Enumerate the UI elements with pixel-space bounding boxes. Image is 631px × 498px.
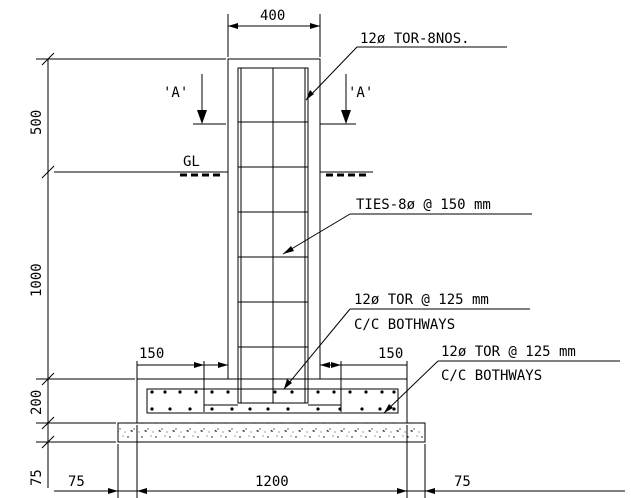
- label-ties: TIES-8ø @ 150 mm: [356, 197, 491, 213]
- section-marker-left: [193, 74, 226, 125]
- dimension-150-right: [320, 361, 408, 412]
- dimension-label-75-right: 75: [454, 474, 471, 490]
- section-label-right: 'A': [348, 85, 373, 101]
- ground-level-label: GL: [183, 154, 200, 170]
- label-footing-bar-1-line2: C/C BOTHWAYS: [354, 317, 455, 333]
- column-outline: [227, 58, 321, 380]
- dimension-label-150-right: 150: [378, 346, 403, 362]
- leader-footing-bar-1: [283, 308, 530, 390]
- label-footing-bar-2-line1: 12ø TOR @ 125 mm: [441, 344, 576, 360]
- leader-ties: [282, 213, 532, 255]
- section-marker-right: [320, 74, 356, 125]
- dimension-bottom-chain: [54, 425, 625, 498]
- footing-reinforcement: [146, 388, 399, 414]
- dimension-label-500: 500: [29, 110, 45, 135]
- dimension-label-1200: 1200: [255, 474, 289, 490]
- dimension-top-400: [227, 14, 321, 57]
- dimension-label-400: 400: [260, 8, 285, 24]
- dimension-label-200: 200: [29, 390, 45, 415]
- leader-footing-bar-2: [383, 360, 620, 414]
- dimension-label-75-left: 75: [68, 474, 85, 490]
- dimension-label-75-vertical: 75: [29, 469, 45, 486]
- leader-main-bar: [305, 46, 507, 101]
- section-label-left: 'A': [163, 85, 188, 101]
- label-footing-bar-2-line2: C/C BOTHWAYS: [441, 368, 542, 384]
- ground-level-line: [54, 171, 373, 177]
- dimension-vertical-chain: [36, 52, 226, 488]
- dimension-label-1000: 1000: [29, 263, 45, 297]
- dimension-label-150-left: 150: [139, 346, 164, 362]
- column-reinforcement: [237, 67, 309, 404]
- pcc-bed: [117, 422, 426, 443]
- footing-outline: [136, 378, 408, 424]
- label-footing-bar-1-line1: 12ø TOR @ 125 mm: [354, 292, 489, 308]
- label-main-bar: 12ø TOR-8NOS.: [360, 31, 470, 47]
- dimension-150-left: [136, 361, 228, 412]
